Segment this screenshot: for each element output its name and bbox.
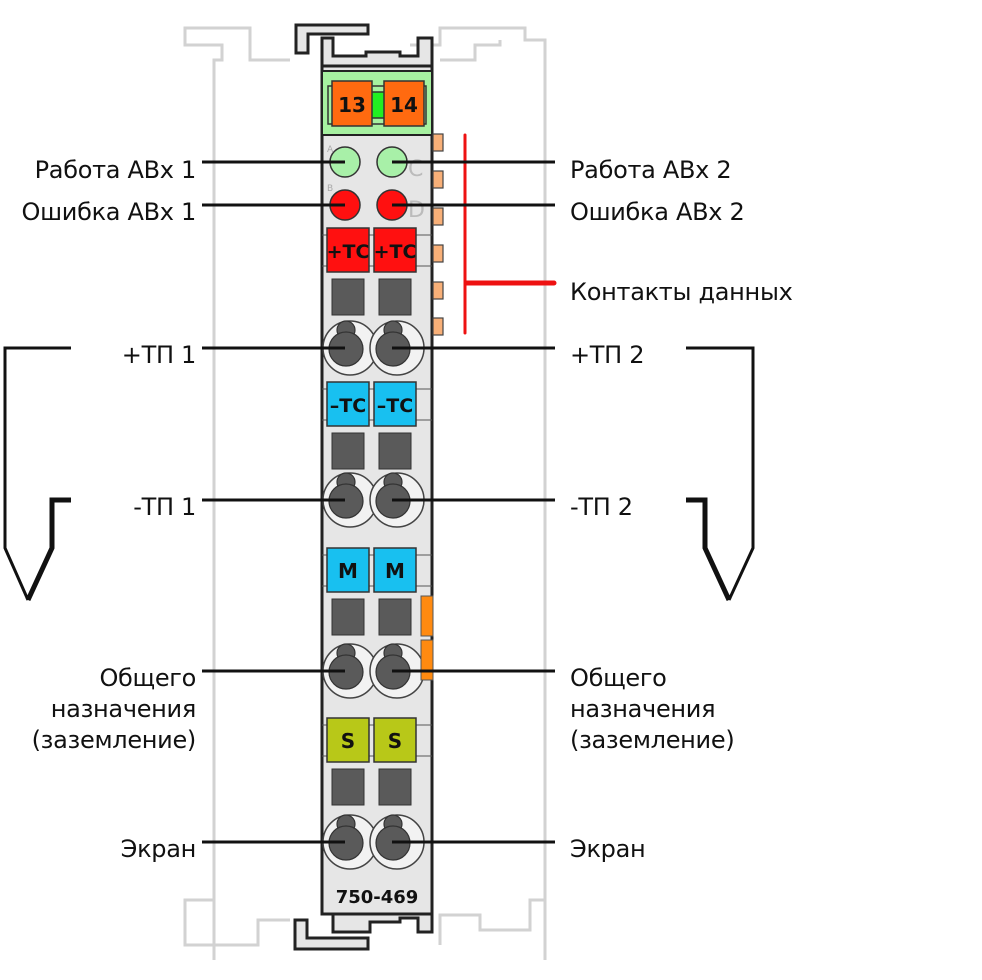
led-letter-d: D — [408, 198, 425, 223]
label-data-contacts: Контакты данных — [570, 278, 793, 306]
terminal-m-label: M — [338, 559, 358, 583]
label-minus-tp1: -ТП 1 — [133, 493, 196, 521]
terminal-m-ch2 — [373, 547, 417, 593]
label-run-ch2: Работа АВх 2 — [570, 156, 732, 184]
push-button-ch2[interactable] — [378, 432, 412, 470]
push-button-ch1[interactable] — [331, 278, 365, 316]
terminal-plus-tc-label: +TC — [327, 241, 370, 263]
push-button-ch2[interactable] — [378, 768, 412, 806]
terminal-minus-tc-ch2 — [373, 381, 417, 427]
push-button-ch2[interactable] — [378, 278, 412, 316]
thermocouple-symbol-ch2 — [686, 346, 755, 602]
data-contact-pin — [432, 244, 444, 263]
data-contact-pin — [432, 317, 444, 336]
terminal-s-label: S — [341, 729, 355, 753]
fuse-14 — [383, 80, 425, 127]
terminal-plus-tc-label: +TC — [374, 241, 417, 263]
fuse-14-label: 14 — [390, 93, 418, 117]
data-contact-pin — [432, 133, 444, 152]
push-button-ch2[interactable] — [378, 598, 412, 636]
label-shield-ch2: Экран — [570, 835, 646, 863]
thermocouple-symbol-ch1 — [3, 346, 71, 602]
label-minus-tp2: -ТП 2 — [570, 493, 633, 521]
terminal-plus-tc-ch1 — [326, 227, 370, 273]
terminal-s-ch1 — [326, 717, 370, 763]
terminal-s-ch2 — [373, 717, 417, 763]
data-contact-pin — [432, 170, 444, 189]
fuse-13 — [331, 80, 373, 127]
label-shield-ch1: Экран — [120, 835, 197, 863]
terminal-minus-tc-label: –TC — [377, 395, 413, 417]
push-button-ch1[interactable] — [331, 598, 365, 636]
terminal-m-label: M — [385, 559, 405, 583]
fuse-13-label: 13 — [338, 93, 366, 117]
fuse-panel: 13 14 — [321, 70, 433, 136]
data-contact-pin — [432, 281, 444, 300]
label-plus-tp1: +ТП 1 — [121, 341, 197, 369]
terminal-m-ch1 — [326, 547, 370, 593]
terminal-s-label: S — [388, 729, 402, 753]
label-plus-tp2: +ТП 2 — [570, 341, 645, 369]
data-contacts-bracket — [463, 133, 557, 335]
push-button-ch1[interactable] — [331, 768, 365, 806]
leader-lines — [202, 160, 555, 844]
label-run-ch1: Работа АВх 1 — [34, 156, 197, 184]
data-contacts — [432, 133, 444, 336]
label-error-ch1: Ошибка АВх 1 — [21, 198, 197, 226]
label-error-ch2: Ошибка АВх 2 — [570, 198, 745, 226]
data-contact-pin — [432, 207, 444, 226]
push-button-ch1[interactable] — [331, 432, 365, 470]
neighbor-module-outline-left — [183, 26, 290, 960]
terminal-minus-tc-ch1 — [326, 381, 370, 427]
led-letter-a: A — [327, 145, 334, 155]
neighbor-module-outline-right — [410, 26, 547, 960]
model-number: 750-469 — [336, 887, 419, 908]
led-letter-b: B — [327, 184, 333, 194]
terminal-plus-tc-ch2 — [373, 227, 417, 273]
terminal-minus-tc-label: –TC — [330, 395, 366, 417]
label-common-ch1: Общего назначения (заземление) — [31, 664, 197, 754]
label-common-ch2: Общего назначения (заземление) — [570, 664, 735, 754]
